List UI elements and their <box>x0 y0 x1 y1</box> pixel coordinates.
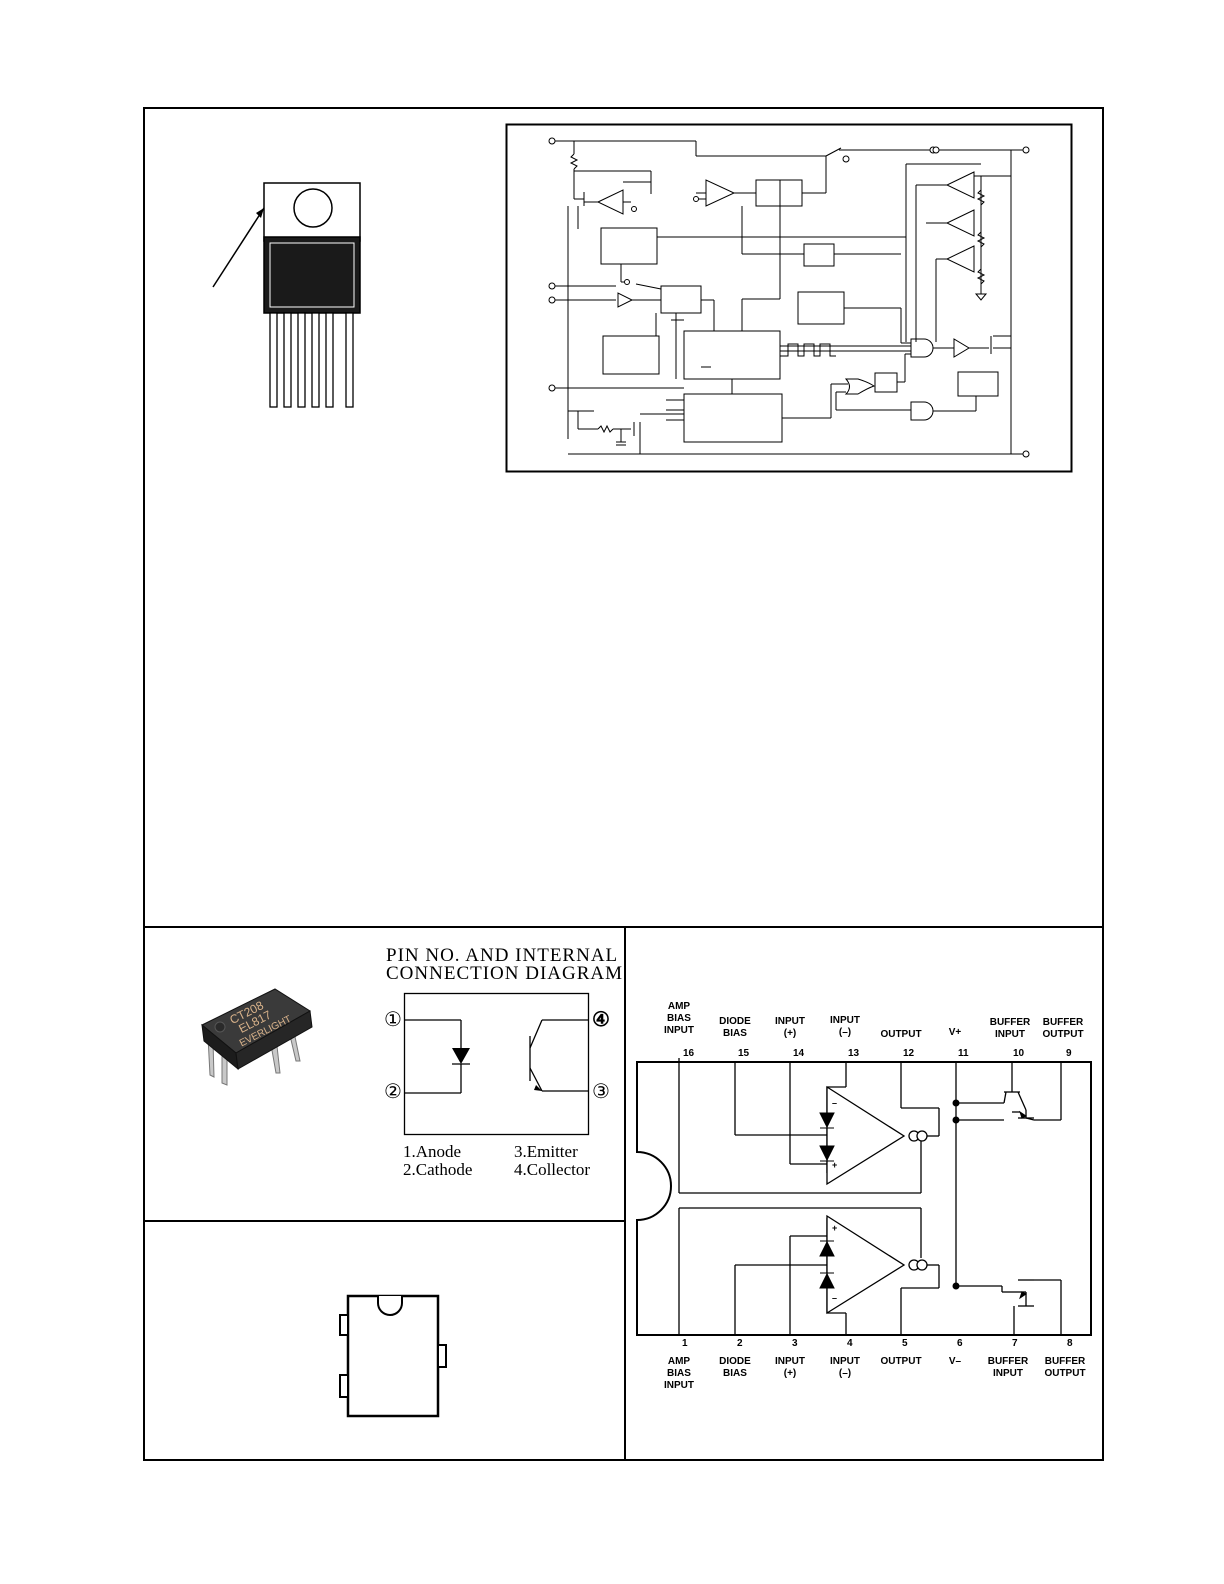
top-pin-label-11: V+ <box>948 1027 962 1038</box>
pin-legend-1-name: Anode <box>415 1142 462 1161</box>
to220-package-drawing <box>212 182 361 408</box>
top-pin-num-15: 15 <box>738 1048 750 1059</box>
top-pin-label-14: INPUT (+) <box>775 1016 805 1039</box>
svg-text:–: – <box>832 1098 837 1108</box>
bottom-pin-num-8: 8 <box>1067 1338 1073 1349</box>
bottom-pin-label-1: AMP BIAS INPUT <box>664 1356 694 1391</box>
bottom-pin-num-7: 7 <box>1012 1338 1018 1349</box>
bottom-pin-num-1: 1 <box>682 1338 688 1349</box>
bottom-pin-num-6: 6 <box>957 1338 963 1349</box>
svg-text:+: + <box>832 1223 837 1233</box>
regulator-block-diagram <box>505 123 1073 473</box>
top-pin-num-16: 16 <box>683 1048 695 1059</box>
pin-legend-3-name: Emitter <box>526 1142 578 1161</box>
bottom-pin-label-2: DIODE BIAS <box>719 1356 751 1379</box>
pin-marker-2: ② <box>384 1081 402 1103</box>
top-pin-num-14: 14 <box>793 1048 805 1059</box>
pin-marker-1: ① <box>384 1009 402 1031</box>
pin-marker-4: ④ <box>592 1009 610 1031</box>
top-pin-num-10: 10 <box>1013 1048 1025 1059</box>
pin-legend-4-name: Collector <box>526 1160 591 1179</box>
svg-text:–: – <box>832 1293 837 1303</box>
top-pin-label-13: INPUT (–) <box>830 1015 860 1038</box>
smd-package-outline <box>339 1294 447 1418</box>
pin-legend-2-name: Cathode <box>415 1160 473 1179</box>
optocoupler-internal-schematic <box>403 992 590 1136</box>
top-pin-num-13: 13 <box>848 1048 860 1059</box>
top-pin-num-9: 9 <box>1066 1048 1072 1059</box>
top-pin-label-9: BUFFER OUTPUT <box>1042 1017 1084 1040</box>
pin-legend-4: 4.Collector <box>514 1161 590 1179</box>
bottom-pin-label-7: BUFFER INPUT <box>987 1356 1029 1379</box>
bottom-pin-label-8: BUFFER OUTPUT <box>1044 1356 1086 1379</box>
bottom-pin-label-5: OUTPUT <box>880 1356 922 1367</box>
top-pin-label-15: DIODE BIAS <box>719 1016 751 1039</box>
top-pin-label-16: AMP BIAS INPUT <box>664 1001 694 1036</box>
top-pin-label-12: OUTPUT <box>880 1029 922 1040</box>
top-pin-label-10: BUFFER INPUT <box>989 1017 1031 1040</box>
pin-legend-3-num: 3. <box>514 1142 527 1161</box>
top-pin-num-12: 12 <box>903 1048 915 1059</box>
bottom-pin-label-4: INPUT (–) <box>830 1356 860 1379</box>
connection-diagram-title-line2: CONNECTION DIAGRAM <box>386 963 624 984</box>
pin-legend-1: 1.Anode <box>403 1143 461 1161</box>
pin-marker-3: ③ <box>592 1081 610 1103</box>
pin-legend-4-num: 4. <box>514 1160 527 1179</box>
pin-legend-2-num: 2. <box>403 1160 416 1179</box>
bottom-pin-num-3: 3 <box>792 1338 798 1349</box>
section-divider-lower-left <box>143 1220 625 1222</box>
section-divider-horizontal <box>143 926 1104 928</box>
connection-diagram-title-line1: PIN NO. AND INTERNAL <box>386 945 619 966</box>
pin-legend-3: 3.Emitter <box>514 1143 578 1161</box>
pin-legend-1-num: 1. <box>403 1142 416 1161</box>
bottom-pin-num-4: 4 <box>847 1338 853 1349</box>
bottom-pin-label-3: INPUT (+) <box>775 1356 805 1379</box>
dual-amp-pinout-diagram: – + + – <box>636 1058 1092 1336</box>
bottom-pin-num-2: 2 <box>737 1338 743 1349</box>
section-divider-vertical <box>624 926 626 1461</box>
bottom-pin-num-5: 5 <box>902 1338 908 1349</box>
page-frame <box>143 107 1104 1461</box>
svg-text:+: + <box>832 1160 837 1170</box>
optocoupler-package-photo: CT208 EL817 EVERLIGHT <box>201 988 313 1086</box>
pin-legend-2: 2.Cathode <box>403 1161 472 1179</box>
bottom-pin-label-6: V– <box>948 1356 962 1367</box>
top-pin-num-11: 11 <box>958 1048 969 1059</box>
